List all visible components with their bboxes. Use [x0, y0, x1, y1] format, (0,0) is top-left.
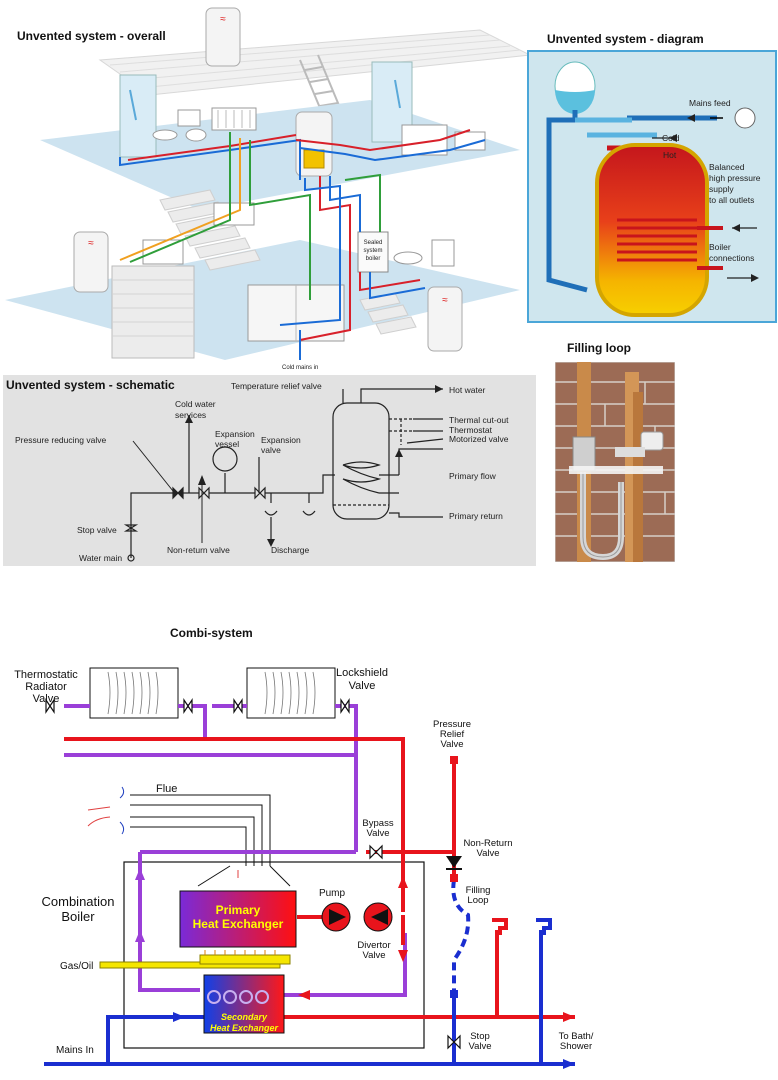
trv-label-1: Thermostatic: [14, 669, 78, 681]
expansion-valve-label-1: Expansion: [261, 435, 301, 445]
gas-oil-label: Gas/Oil: [60, 961, 93, 972]
schematic-title: Unvented system - schematic: [6, 378, 175, 392]
sealed-boiler-label-3: boiler: [366, 256, 381, 262]
unvented-diagram: Mains feed Cold Hot Balanced high pressu…: [527, 50, 777, 323]
hot-tap: [492, 918, 508, 935]
secondary-hx-label-1: Secondary: [221, 1012, 268, 1022]
filling-loop-title: Filling loop: [567, 341, 631, 355]
trv-right: [233, 698, 243, 714]
to-bath-label-1: To Bath/: [559, 1031, 594, 1042]
filling-loop-label-2: Loop: [467, 895, 488, 906]
overall-title: Unvented system - overall: [17, 29, 166, 43]
prv-label-3: Valve: [440, 739, 463, 750]
cold-mains-label: Cold mains in: [282, 365, 318, 371]
to-bath-label-2: Shower: [560, 1041, 592, 1052]
temperature-relief-valve-label: Temperature relief valve: [231, 381, 322, 391]
boiler-casing: [123, 861, 425, 1049]
lockshield-label-2: Valve: [349, 680, 376, 692]
stop-valve-label-1: Stop: [470, 1031, 490, 1042]
combination-boiler-label-2: Boiler: [61, 909, 95, 924]
discharge-label: Discharge: [271, 545, 310, 555]
non-return-valve: [446, 856, 462, 868]
svg-text:≈: ≈: [220, 14, 226, 25]
divertor-label-1: Divertor: [357, 940, 390, 951]
bypass-label-2: Valve: [366, 828, 389, 839]
mains-in-label: Mains In: [56, 1045, 94, 1056]
boiler-connections-label-2: connections: [709, 253, 754, 263]
filling-loop-label-1: Filling: [466, 885, 491, 896]
sealed-boiler-label-2: system: [363, 248, 382, 254]
bypass-valve: [369, 844, 383, 860]
radiator-left: [89, 667, 179, 719]
boiler-connections-label-1: Boiler: [709, 242, 731, 252]
cold-water-services-label-1: Cold water: [175, 399, 216, 409]
cold-label: Cold: [662, 133, 680, 143]
stop-valve-label-2: Valve: [468, 1041, 491, 1052]
cold-pipes: [44, 930, 575, 1066]
trv-left: [45, 698, 55, 714]
balanced-label-3: supply: [709, 184, 734, 194]
filling-loop-hose: [451, 879, 471, 992]
expansion-valve-label-2: valve: [261, 445, 281, 455]
hot-label: Hot: [663, 150, 677, 160]
flow-arrows: [298, 876, 575, 1022]
diagram-title: Unvented system - diagram: [547, 32, 704, 46]
stop-valve-label: Stop valve: [77, 525, 117, 535]
balanced-label-1: Balanced: [709, 162, 745, 172]
combi-title: Combi-system: [170, 626, 253, 640]
primary-heat-exchanger: [179, 890, 297, 948]
motorized-valve-label: Motorized valve: [449, 434, 509, 444]
expansion-vessel-label-2: vessel: [215, 439, 239, 449]
filling-loop-photo: [555, 362, 675, 562]
bypass-label-1: Bypass: [362, 818, 393, 829]
pressure-relief-valve: [450, 756, 458, 764]
water-main-label: Water main: [79, 553, 122, 563]
cold-tap: [536, 918, 552, 935]
nrv-label-2: Valve: [476, 848, 499, 859]
primary-return-label: Primary return: [449, 511, 503, 521]
expansion-vessel-label-1: Expansion: [215, 429, 255, 439]
secondary-hx-label-2: Heat Exchanger: [210, 1023, 279, 1033]
balanced-label-2: high pressure: [709, 173, 761, 183]
cold-arrows: [173, 1012, 575, 1069]
return-arrows: [135, 868, 145, 942]
secondary-heat-exchanger: [203, 974, 285, 1034]
pressure-reducing-valve-label: Pressure reducing valve: [15, 435, 106, 445]
sealed-boiler-label-1: Sealed: [364, 240, 383, 246]
primary-hx-label-1: Primary: [216, 903, 261, 917]
combi-diagram: Thermostatic Radiator Valve Lockshield V…: [14, 667, 594, 1069]
primary-flow-label: Primary flow: [449, 471, 497, 481]
primary-hx-label-2: Heat Exchanger: [193, 917, 284, 931]
trv-label-3: Valve: [33, 693, 60, 705]
unvented-schematic: Unvented system - schematic: [3, 375, 536, 566]
svg-text:≈: ≈: [442, 295, 448, 306]
overall-illustration: ≈ ≈ ≈ Sealed system boiler: [5, 7, 530, 371]
radiator-right: [246, 667, 336, 719]
mains-feed-label: Mains feed: [689, 98, 731, 108]
prv-label-1: Pressure: [433, 719, 471, 730]
burner: [199, 954, 291, 965]
gas-pipe: [99, 961, 281, 969]
pump-label: Pump: [319, 888, 346, 899]
lockshield-right: [340, 698, 350, 714]
combination-boiler-label-1: Combination: [42, 894, 115, 909]
thermal-cutout-label: Thermal cut-out: [449, 415, 509, 425]
non-return-valve-label: Non-return valve: [167, 545, 230, 555]
svg-text:≈: ≈: [88, 238, 94, 249]
flue: [130, 794, 291, 887]
flue-label: Flue: [156, 783, 177, 795]
lockshield-left: [183, 698, 193, 714]
stop-valve: [447, 1034, 461, 1050]
lockshield-label-1: Lockshield: [336, 667, 388, 679]
trv-label-2: Radiator: [25, 681, 67, 693]
flue-gas-arrows: [87, 806, 239, 878]
prv-label-2: Relief: [440, 729, 465, 740]
cold-water-services-label-2: services: [175, 410, 206, 420]
thermostat-label: Thermostat: [449, 425, 493, 435]
nrv-label-1: Non-Return: [463, 838, 512, 849]
hot-water-label: Hot water: [449, 385, 486, 395]
divertor-label-2: Valve: [362, 950, 385, 961]
balanced-label-4: to all outlets: [709, 195, 754, 205]
